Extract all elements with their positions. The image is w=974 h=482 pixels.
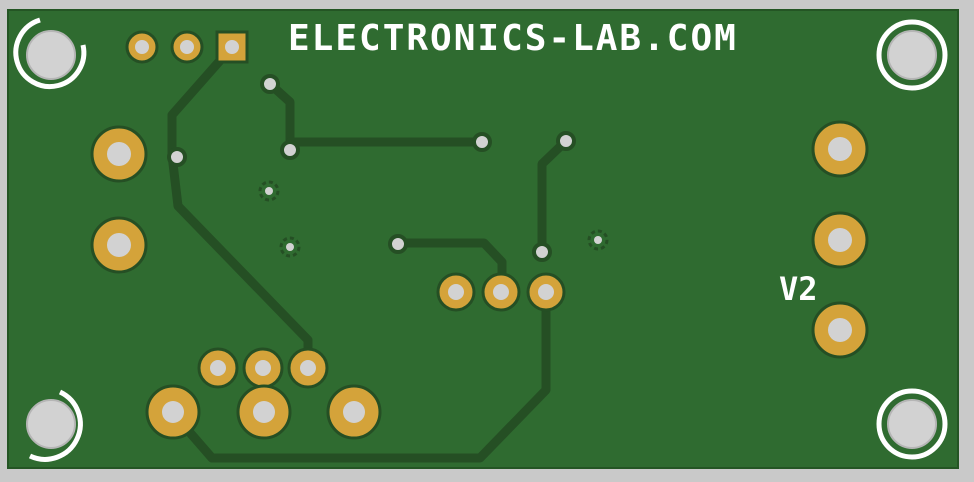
mounting-hole-bottom-left xyxy=(26,389,83,462)
silkscreen-title: ELECTRONICS-LAB.COM xyxy=(288,18,738,59)
output-terminal-pads xyxy=(811,120,869,359)
isolated-vias xyxy=(258,180,609,258)
silkscreen-version: V2 xyxy=(779,270,818,308)
switch-pads xyxy=(145,384,382,440)
header-pads xyxy=(125,30,249,64)
mounting-hole-top-right xyxy=(876,19,948,91)
mounting-hole-bottom-right xyxy=(876,388,948,460)
mounting-hole-top-left xyxy=(13,17,87,90)
trace-vias xyxy=(167,74,576,262)
input-terminal-pads xyxy=(90,125,148,274)
regulator-pads xyxy=(436,272,566,312)
mounting-holes xyxy=(13,17,948,462)
potentiometer-pads xyxy=(197,347,329,389)
